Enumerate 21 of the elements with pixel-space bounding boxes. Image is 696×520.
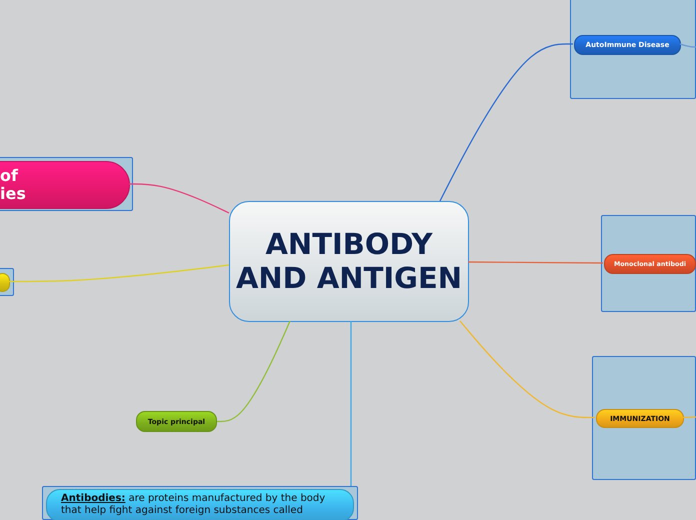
connector-line (9, 264, 230, 282)
connector-line (468, 261, 603, 264)
topic-text: Antibodies: are proteins manufactured by the body that help fight against foreign substances called (61, 493, 326, 516)
topic-pill (136, 411, 217, 432)
central-topic-box (229, 201, 469, 322)
connector-line (439, 43, 573, 202)
connector-line (680, 43, 696, 48)
connector-line (350, 321, 352, 486)
connector-line (460, 320, 595, 418)
topic-pill (604, 254, 696, 274)
topic-text: of ies (0, 167, 27, 203)
connector-line (682, 416, 696, 418)
topic-frame (570, 0, 696, 99)
topic-frame (0, 268, 14, 296)
connector-line (217, 320, 291, 422)
topic-frame (601, 215, 696, 312)
topic-pill (574, 35, 681, 55)
topic-text: ANTIBODY AND ANTIGEN (234, 228, 464, 295)
connector-line (129, 183, 230, 214)
topic-pill (596, 409, 684, 428)
topic-frame (592, 356, 696, 480)
